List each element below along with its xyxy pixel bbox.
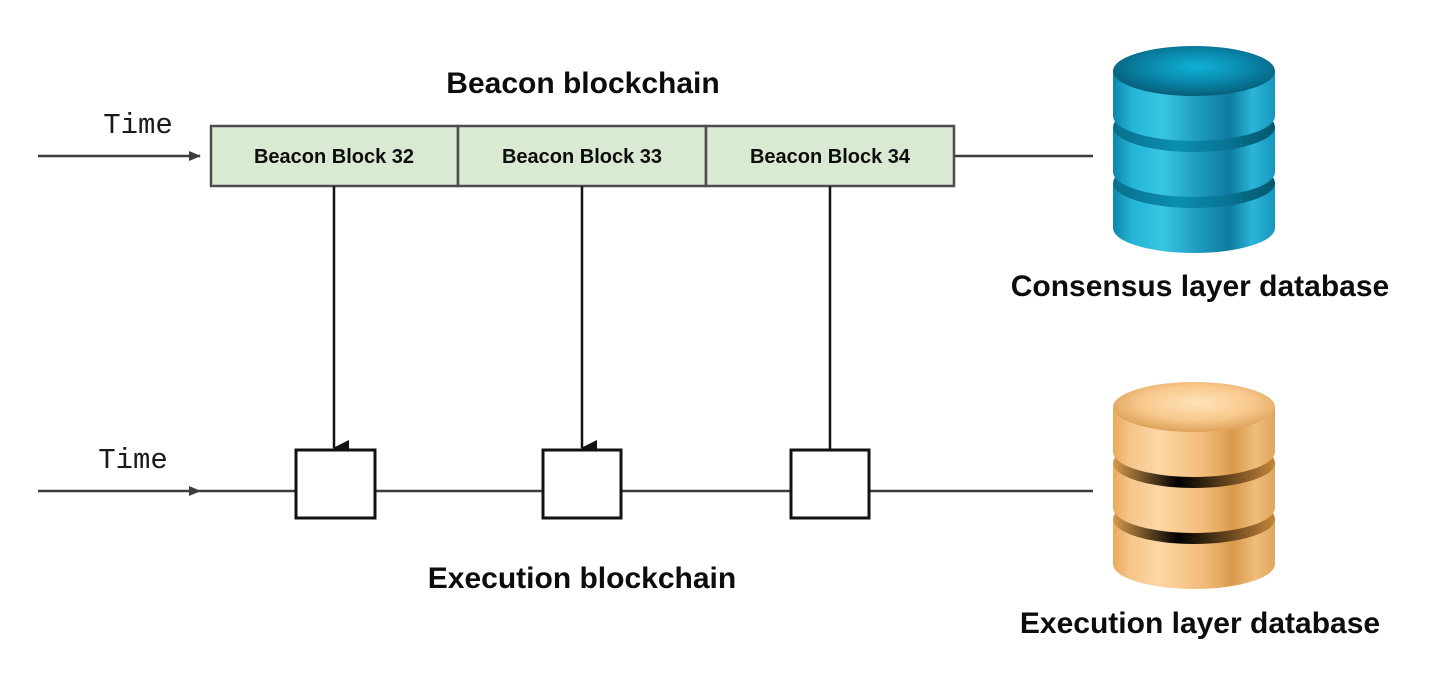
execution-block-row (294, 448, 871, 520)
consensus-layer-database-icon[interactable] (1113, 46, 1275, 253)
beacon-block-33[interactable] (456, 124, 708, 188)
beacon-blockchain-title: Beacon blockchain (446, 67, 719, 100)
beacon-block-33-label: Beacon Block 33 (502, 146, 662, 168)
execution-block-3[interactable] (789, 448, 871, 520)
execution-layer-database-caption: Execution layer database (1020, 607, 1380, 640)
beacon-block-34-label: Beacon Block 34 (750, 146, 911, 168)
execution-layer-database-icon[interactable] (1113, 382, 1275, 589)
beacon-block-strip: Beacon Block 32 Beacon Block 33 Beacon B… (209, 124, 956, 188)
execution-block-1[interactable] (294, 448, 377, 520)
time-label-bottom: Time (98, 444, 168, 477)
time-label-top: Time (103, 109, 173, 142)
beacon-block-34[interactable] (704, 124, 956, 188)
execution-db-disc-1-top (1113, 382, 1275, 432)
consensus-db-disc-1-top (1113, 46, 1275, 96)
execution-blockchain-title: Execution blockchain (428, 562, 736, 595)
execution-block-2[interactable] (541, 448, 623, 520)
consensus-layer-database-caption: Consensus layer database (1011, 270, 1390, 303)
beacon-block-32-label: Beacon Block 32 (254, 146, 414, 168)
